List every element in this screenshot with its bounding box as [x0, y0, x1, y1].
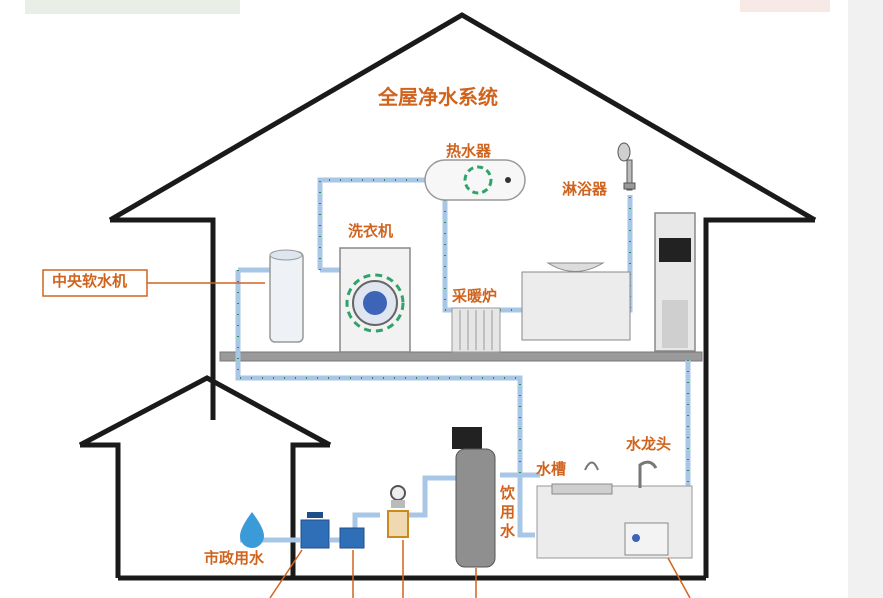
- prefilter-icon: [387, 485, 409, 538]
- label-drinking-water-2: 用: [500, 503, 515, 521]
- faucet-icon: [638, 460, 658, 488]
- ro-purifier-icon: [624, 522, 669, 556]
- top-left-haze: [25, 0, 240, 14]
- filter-tank-icon: [452, 427, 496, 568]
- basin-icon: [521, 262, 631, 341]
- pipe-dots: [237, 179, 689, 505]
- radiator-icon: [451, 307, 501, 353]
- label-washing-machine: 洗衣机: [348, 222, 393, 240]
- label-sink: 水槽: [536, 460, 566, 478]
- label-water-heater: 热水器: [446, 142, 492, 160]
- washing-machine-icon: [339, 247, 411, 353]
- water-heater-icon: [424, 159, 526, 201]
- label-drinking-water-3: 水: [500, 522, 516, 540]
- upper-floor-slab: [219, 351, 703, 362]
- water-dispenser-icon: [654, 212, 696, 352]
- label-drinking-water-1: 饮: [499, 484, 516, 502]
- diagram-title: 全屋净水系统: [377, 85, 498, 109]
- softener-icon: [269, 249, 304, 343]
- bottom-leader-lines: [269, 540, 691, 598]
- water-drop-icon: [240, 512, 264, 548]
- valve-icon: [300, 512, 330, 549]
- shower-icon: [617, 142, 636, 191]
- annex-house-outline: [78, 375, 332, 581]
- meter-icon: [339, 527, 365, 549]
- label-faucet: 水龙头: [626, 435, 671, 453]
- page-scrollbar[interactable]: [848, 0, 883, 598]
- label-shower: 淋浴器: [562, 180, 608, 198]
- label-heater-boiler: 采暖炉: [451, 287, 497, 305]
- whole-house-water-diagram: 全屋净水系统 热水器 淋浴器 中央软水机 洗衣机: [25, 0, 830, 598]
- top-right-haze: [740, 0, 830, 12]
- label-municipal-water: 市政用水: [204, 549, 265, 567]
- label-softener: 中央软水机: [52, 272, 127, 290]
